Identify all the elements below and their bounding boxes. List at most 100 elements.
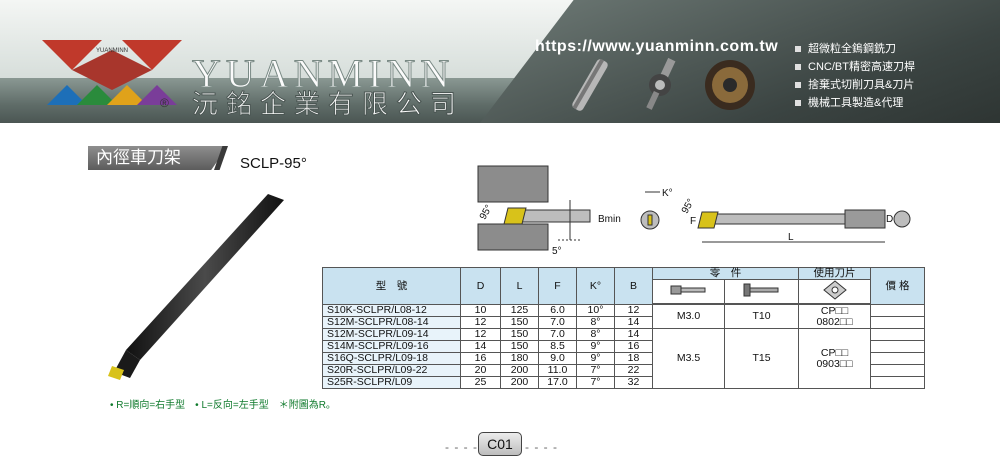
group2-screw: M3.5 (652, 328, 725, 389)
category-label: 捨棄式切削刀具&刀片 (808, 79, 915, 91)
row-f: 7.0 (538, 328, 577, 341)
diagram-l-label: L (788, 232, 794, 243)
key-icon (743, 283, 778, 297)
screw-icon (670, 285, 705, 295)
screw-icon-cell (652, 279, 725, 304)
row-d: 12 (460, 328, 501, 341)
row-model: S25R-SCLPR/L09 (322, 376, 461, 389)
group2-insert: CP□□0903□□ (798, 328, 871, 389)
group2-insert-line2: 0903□□ (816, 357, 853, 370)
table-row: S16Q-SCLPR/L09-18 16 180 9.0 9° 18 (322, 352, 925, 365)
row-model: S14M-SCLPR/L09-16 (322, 340, 461, 353)
row-price (870, 376, 925, 389)
row-l: 180 (500, 352, 539, 365)
row-d: 20 (460, 364, 501, 377)
row-l: 200 (500, 376, 539, 389)
row-d: 25 (460, 376, 501, 389)
table-row: S14M-SCLPR/L09-16 14 150 8.5 9° 16 (322, 340, 925, 353)
endmill-product-icon (572, 58, 608, 111)
row-k: 9° (576, 340, 615, 353)
header-price: 價 格 (870, 267, 925, 305)
row-price (870, 364, 925, 377)
diagram-angle-95-right: 95° (680, 197, 697, 216)
bullet-icon (795, 64, 801, 70)
row-price (870, 304, 925, 317)
header-b: B (614, 267, 653, 305)
registered-mark: ® (160, 96, 169, 110)
row-f: 6.0 (538, 304, 577, 317)
row-f: 9.0 (538, 352, 577, 365)
table-row: S12M-SCLPR/L08-14 12 150 7.0 8° 14 (322, 316, 925, 329)
bullet-icon (795, 46, 801, 52)
diagram-bmin-label: Bmin (598, 214, 621, 225)
row-model: S10K-SCLPR/L08-12 (322, 304, 461, 317)
header-model: 型 號 (322, 267, 461, 305)
row-b: 14 (614, 328, 653, 341)
row-k: 8° (576, 328, 615, 341)
category-list: 超微粒全鎢鋼銑刀 CNC/BT精密高速刀桿 捨棄式切削刀具&刀片 機械工具製造&… (795, 40, 995, 112)
row-price (870, 340, 925, 353)
group2-insert-line1: CP□□ (820, 346, 849, 359)
diagram-k-label: K° (662, 188, 673, 199)
category-label: 機械工具製造&代理 (808, 97, 904, 109)
bullet-icon (795, 82, 801, 88)
row-d: 12 (460, 316, 501, 329)
category-item[interactable]: CNC/BT精密高速刀桿 (795, 58, 995, 76)
diagram-f-label: F (690, 216, 696, 227)
category-label: 超微粒全鎢鋼銑刀 (808, 43, 896, 55)
group1-insert: CP□□0802□□ (798, 304, 871, 329)
header-l: L (500, 267, 539, 305)
row-model: S12M-SCLPR/L08-14 (322, 316, 461, 329)
page-dash-right: - - - - (525, 440, 558, 454)
row-b: 22 (614, 364, 653, 377)
insert-icon (822, 280, 847, 300)
header-f: F (538, 267, 577, 305)
facemill-product-icon (705, 60, 755, 110)
row-l: 150 (500, 340, 539, 353)
company-logo: YUANMINN (42, 40, 182, 105)
group1-screw: M3.0 (652, 304, 725, 329)
row-b: 18 (614, 352, 653, 365)
company-name: 沅銘企業有限公司 (191, 90, 465, 121)
category-item[interactable]: 機械工具製造&代理 (795, 94, 995, 112)
technical-diagram: 95° 5° Bmin K° L F D 95° (477, 165, 911, 257)
header-d: D (460, 267, 501, 305)
row-k: 10° (576, 304, 615, 317)
website-url[interactable]: https://www.yuanminn.com.tw (535, 38, 779, 55)
group1-key: T10 (724, 304, 799, 329)
group1-insert-line1: CP□□ (820, 304, 849, 317)
diagram-angle-5: 5° (552, 246, 562, 257)
section-title: 內徑車刀架 (88, 146, 228, 170)
row-f: 17.0 (538, 376, 577, 389)
row-l: 150 (500, 316, 539, 329)
row-l: 125 (500, 304, 539, 317)
row-k: 7° (576, 376, 615, 389)
header-banner: YUANMINN YUANMINN 沅銘企業有限公司 ® https://www… (0, 0, 1000, 123)
category-item[interactable]: 超微粒全鎢鋼銑刀 (795, 40, 995, 58)
hand-note: • R=順向=右手型 • L=反向=左手型 ＊附圖為R。 (110, 400, 336, 411)
row-model: S16Q-SCLPR/L09-18 (322, 352, 461, 365)
category-item[interactable]: 捨棄式切削刀具&刀片 (795, 76, 995, 94)
row-k: 8° (576, 316, 615, 329)
row-price (870, 352, 925, 365)
row-b: 16 (614, 340, 653, 353)
row-price (870, 328, 925, 341)
key-icon-cell (724, 279, 799, 304)
spec-table: 型 號 D L F K° B 零 件 使用刀片 價 格 S10K-SCLPR/L… (322, 267, 925, 389)
row-f: 11.0 (538, 364, 577, 377)
header-parts: 零 件 (652, 267, 799, 280)
page-dash-left: - - - - (445, 440, 478, 454)
header-insert: 使用刀片 (798, 267, 871, 280)
table-row: S25R-SCLPR/L09 25 200 17.0 7° 32 (322, 376, 925, 389)
diagram-angle-95-left: 95° (478, 203, 495, 222)
row-k: 7° (576, 364, 615, 377)
toolholder-product-icon (646, 57, 676, 110)
row-d: 16 (460, 352, 501, 365)
row-model: S12M-SCLPR/L09-14 (322, 328, 461, 341)
boring-bar-image (108, 194, 284, 380)
row-l: 150 (500, 328, 539, 341)
row-l: 200 (500, 364, 539, 377)
row-model: S20R-SCLPR/L09-22 (322, 364, 461, 377)
row-b: 12 (614, 304, 653, 317)
model-name: SCLP-95° (240, 155, 307, 172)
